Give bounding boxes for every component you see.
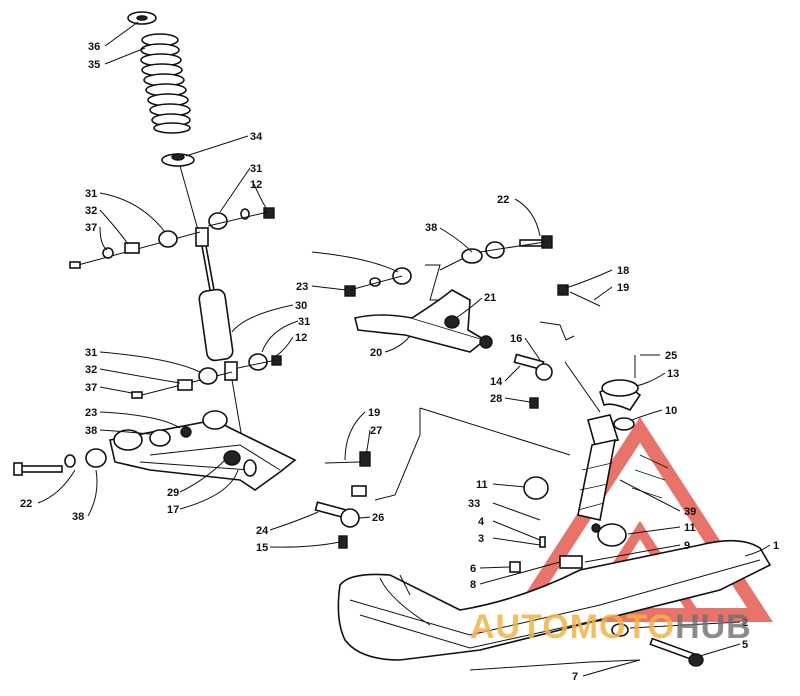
callout-35: 35 (88, 59, 100, 71)
callout-38: 38 (85, 425, 97, 437)
callout-34: 34 (250, 131, 263, 143)
upper-a-arm (344, 235, 553, 353)
callout-17: 17 (167, 504, 179, 516)
callout-19: 19 (368, 407, 380, 419)
callout-38: 38 (72, 511, 84, 523)
callout-32: 32 (85, 364, 97, 376)
callout-31: 31 (250, 163, 262, 175)
callout-4: 4 (478, 516, 485, 528)
callout-31: 31 (85, 347, 97, 359)
callout-labels: 36 35 34 31 12 31 32 37 38 22 23 21 20 3… (20, 41, 779, 683)
callout-36: 36 (88, 41, 100, 53)
callout-28: 28 (490, 393, 502, 405)
callout-23: 23 (85, 407, 97, 419)
callout-31: 31 (298, 316, 310, 328)
callout-39: 39 (684, 506, 696, 518)
callout-11: 11 (476, 479, 488, 491)
callout-29: 29 (167, 487, 179, 499)
callout-12: 12 (250, 179, 262, 191)
callout-10: 10 (665, 405, 677, 417)
upper-mount-hardware (69, 207, 275, 269)
callout-37: 37 (85, 222, 97, 234)
callout-14: 14 (490, 376, 503, 388)
lower-mount-hardware (131, 353, 282, 399)
callout-8: 8 (470, 579, 476, 591)
callout-33: 33 (468, 498, 480, 510)
callout-9: 9 (684, 540, 690, 552)
callout-2: 2 (742, 617, 748, 629)
callout-37: 37 (85, 382, 97, 394)
leader-lines (37, 21, 771, 677)
callout-3: 3 (478, 533, 484, 545)
watermark-part2: HUB (675, 608, 752, 646)
callout-23: 23 (296, 281, 308, 293)
callout-18: 18 (617, 265, 629, 277)
spring-seat (161, 153, 195, 167)
callout-13: 13 (667, 368, 679, 380)
callout-16: 16 (510, 333, 522, 345)
coil-spring (127, 11, 191, 134)
callout-11: 11 (684, 522, 696, 534)
tie-rod-upper (513, 284, 601, 409)
callout-7: 7 (572, 671, 578, 683)
callout-5: 5 (742, 639, 748, 651)
callout-26: 26 (372, 512, 384, 524)
watermark-part1: AUTOMOTO (470, 608, 676, 646)
callout-38: 38 (425, 222, 437, 234)
callout-32: 32 (85, 205, 97, 217)
tie-bar (374, 407, 571, 501)
callout-30: 30 (295, 300, 307, 312)
callout-31: 31 (85, 188, 97, 200)
callout-6: 6 (470, 563, 476, 575)
callout-21: 21 (484, 292, 496, 304)
watermark-text: AUTOMOTOHUB (470, 608, 800, 648)
callout-12: 12 (295, 332, 307, 344)
callout-22: 22 (20, 498, 32, 510)
ski (337, 539, 772, 671)
callout-1: 1 (773, 540, 779, 552)
callout-24: 24 (256, 525, 269, 537)
callout-19: 19 (617, 282, 629, 294)
lower-a-arm (13, 410, 297, 491)
callout-22: 22 (497, 194, 509, 206)
callout-27: 27 (370, 425, 382, 437)
callout-25: 25 (665, 350, 677, 362)
callout-20: 20 (370, 347, 382, 359)
tie-rod-lower (314, 451, 371, 549)
callout-15: 15 (256, 542, 268, 554)
spindle (509, 355, 669, 573)
